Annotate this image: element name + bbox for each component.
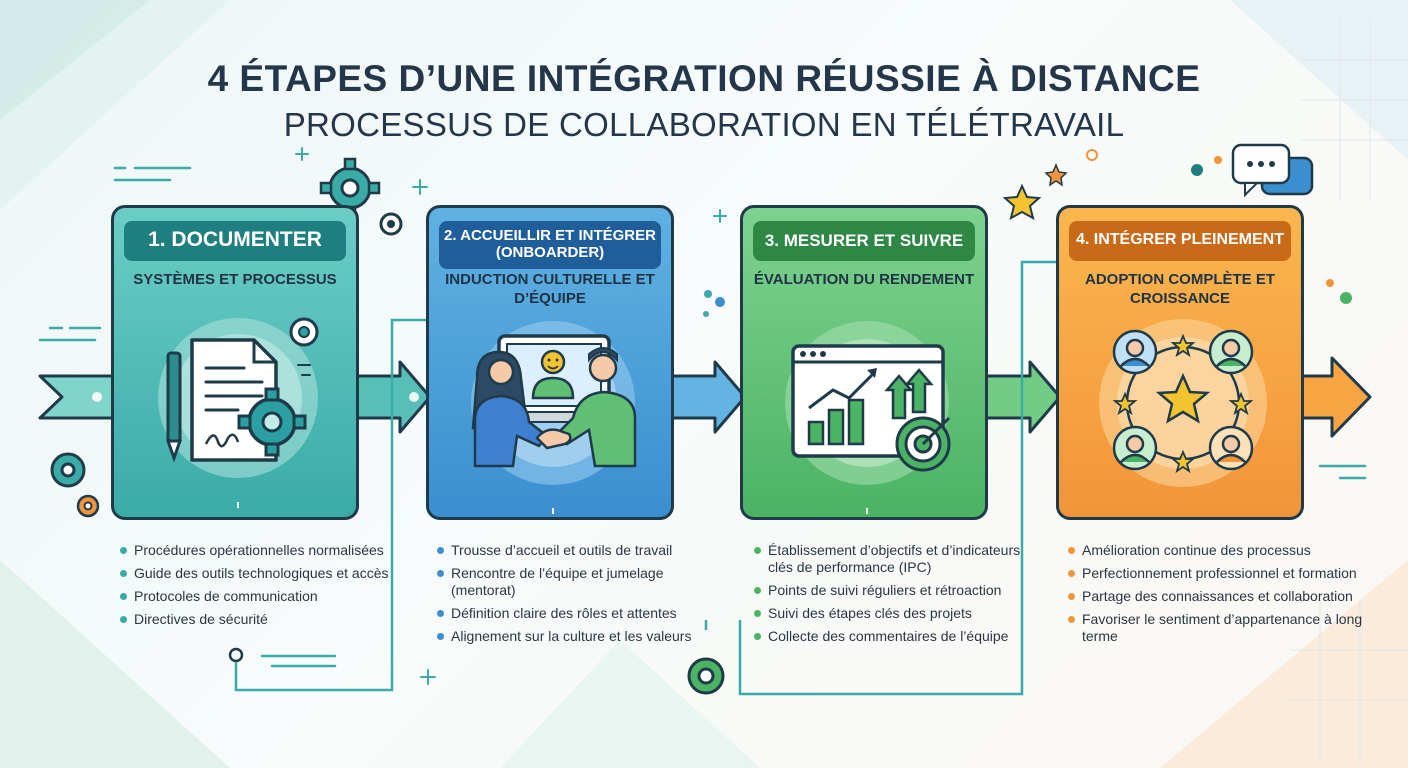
list-item: Partage des connaissances et collaborati… bbox=[1068, 588, 1368, 605]
gear-icon bbox=[50, 452, 86, 488]
list-item: Alignement sur la culture et les valeurs bbox=[437, 628, 717, 645]
stage-subtitle: ÉVALUATION DU RENDEMENT bbox=[753, 271, 975, 288]
gear-icon bbox=[379, 212, 403, 236]
stage-subtitle: INDUCTION CULTURELLE ET D’ÉQUIPE bbox=[445, 271, 655, 307]
list-item: Guide des outils technologiques et accès bbox=[120, 565, 410, 582]
list-item: Rencontre de l’équipe et jumelage (mento… bbox=[437, 565, 717, 599]
stage-1-bullets: Procédures opérationnelles normalisées G… bbox=[120, 542, 410, 634]
list-item: Protocoles de communication bbox=[120, 588, 410, 605]
list-item: Suivi des étapes clés des projets bbox=[754, 605, 1034, 622]
list-item: Points de suivi réguliers et rétroaction bbox=[754, 582, 1034, 599]
stage-card-mesurer: 3. MESURER ET SUIVRE ÉVALUATION DU RENDE… bbox=[740, 205, 988, 520]
stage-card-onboarder: 2. ACCUEILLIR ET INTÉGRER (ONBOARDER) IN… bbox=[426, 205, 674, 520]
stage-title: 1. DOCUMENTER bbox=[124, 221, 346, 261]
stage-subtitle: SYSTÈMES ET PROCESSUS bbox=[133, 271, 337, 288]
list-item: Trousse d’accueil et outils de travail bbox=[437, 542, 717, 559]
stage-2-bullets: Trousse d’accueil et outils de travail R… bbox=[437, 542, 717, 651]
list-item: Établissement d’objectifs et d’indicateu… bbox=[754, 542, 1034, 576]
stage-title: 3. MESURER ET SUIVRE bbox=[753, 221, 975, 261]
stage-title: 4. INTÉGRER PLEINEMENT bbox=[1069, 221, 1291, 261]
stage-4-bullets: Amélioration continue des processus Perf… bbox=[1068, 542, 1368, 651]
chat-bubble-icon bbox=[1231, 143, 1314, 198]
stage-card-documenter: 1. DOCUMENTER SYSTÈMES ET PROCESSUS bbox=[111, 205, 359, 520]
list-item: Perfectionnement professionnel et format… bbox=[1068, 565, 1368, 582]
handshake-video-call-icon bbox=[471, 321, 637, 514]
list-item: Favoriser le sentiment d’appartenance à … bbox=[1068, 611, 1368, 645]
list-item: Amélioration continue des processus bbox=[1068, 542, 1368, 559]
chart-target-icon bbox=[785, 321, 951, 514]
document-gear-icon bbox=[158, 317, 319, 508]
gear-icon bbox=[687, 657, 725, 695]
stage-3-bullets: Établissement d’objectifs et d’indicateu… bbox=[754, 542, 1034, 651]
main-title: 4 ÉTAPES D’UNE INTÉGRATION RÉUSSIE À DIS… bbox=[207, 58, 1201, 99]
flow-arrow bbox=[38, 356, 1372, 438]
stage-title: 2. ACCUEILLIR ET INTÉGRER (ONBOARDER) bbox=[439, 221, 661, 269]
stage-card-integrer: 4. INTÉGRER PLEINEMENT ADOPTION COMPLÈTE… bbox=[1056, 205, 1304, 520]
list-item: Collecte des commentaires de l’équipe bbox=[754, 628, 1034, 645]
list-item: Définition claire des rôles et attentes bbox=[437, 605, 717, 622]
gear-icon bbox=[76, 494, 100, 518]
stage-subtitle: ADOPTION COMPLÈTE ET CROISSANCE bbox=[1084, 271, 1275, 307]
list-item: Procédures opérationnelles normalisées bbox=[120, 542, 410, 559]
list-item: Directives de sécurité bbox=[120, 611, 410, 628]
main-subtitle: PROCESSUS DE COLLABORATION EN TÉLÉTRAVAI… bbox=[283, 106, 1125, 143]
team-network-star-icon bbox=[1099, 319, 1267, 487]
